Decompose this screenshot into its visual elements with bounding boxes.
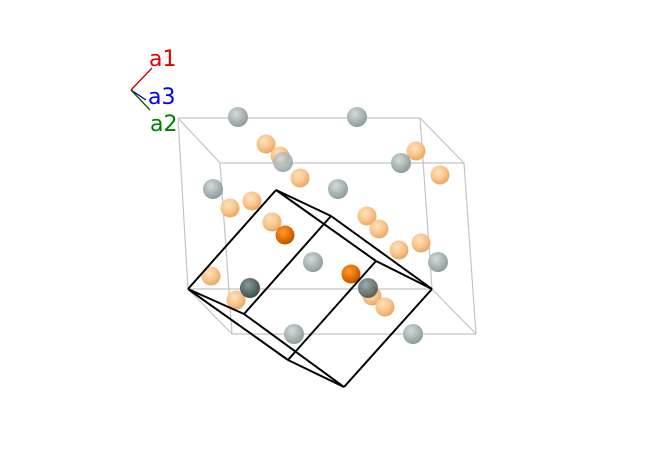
atoms	[201, 107, 450, 344]
atom-gray[interactable]	[347, 107, 367, 127]
axes-indicator: a1 a3 a2	[130, 47, 177, 137]
atom-light-orange[interactable]	[201, 266, 221, 286]
cell-edge	[330, 215, 433, 290]
a1-axis-line	[130, 67, 153, 91]
cell-edge	[187, 288, 289, 361]
atom-light-orange[interactable]	[256, 134, 276, 154]
atom-gray[interactable]	[203, 179, 223, 199]
primitive-cell	[187, 189, 433, 388]
atom-light-orange[interactable]	[262, 212, 282, 232]
a3-axis-line	[130, 89, 147, 101]
axis-label-a2: a2	[150, 112, 177, 137]
atom-dark-gray[interactable]	[240, 278, 260, 298]
atom-orange[interactable]	[275, 225, 295, 245]
atom-gray[interactable]	[328, 179, 348, 199]
cell-edge	[187, 288, 245, 315]
cell-edge	[177, 117, 189, 290]
atom-light-orange[interactable]	[406, 141, 426, 161]
a2-axis-line	[130, 89, 151, 111]
atom-gray[interactable]	[273, 152, 293, 172]
atom-light-orange[interactable]	[411, 233, 431, 253]
cell-edge	[287, 359, 345, 388]
cell-edge	[275, 189, 332, 217]
atom-gray[interactable]	[303, 252, 323, 272]
atom-light-orange[interactable]	[242, 191, 262, 211]
cell-edge	[287, 260, 377, 361]
atom-gray[interactable]	[403, 324, 423, 344]
atom-light-orange[interactable]	[369, 219, 389, 239]
atom-orange[interactable]	[341, 264, 361, 284]
cell-edge	[343, 288, 433, 388]
cell-edge	[243, 215, 332, 315]
cell-edge	[275, 189, 377, 262]
cell-edge	[431, 288, 477, 335]
cell-edge	[419, 117, 465, 164]
atom-light-orange[interactable]	[220, 198, 240, 218]
atom-gray[interactable]	[391, 153, 411, 173]
cell-edge	[187, 288, 233, 335]
axis-label-a3: a3	[148, 85, 175, 110]
atom-light-orange[interactable]	[290, 168, 310, 188]
cell-edge	[243, 313, 345, 388]
cell-edge	[463, 162, 477, 335]
cell-edge	[375, 260, 433, 290]
atom-light-orange[interactable]	[430, 165, 450, 185]
atom-dark-gray[interactable]	[358, 278, 378, 298]
atom-light-orange[interactable]	[226, 290, 246, 310]
atom-light-orange[interactable]	[389, 240, 409, 260]
atom-gray[interactable]	[428, 252, 448, 272]
atom-light-orange[interactable]	[357, 206, 377, 226]
axis-label-a1: a1	[149, 47, 176, 72]
atom-light-orange[interactable]	[375, 297, 395, 317]
atom-gray[interactable]	[228, 107, 248, 127]
cell-edge	[187, 189, 277, 290]
cell-edge	[177, 117, 221, 164]
atom-gray[interactable]	[284, 324, 304, 344]
